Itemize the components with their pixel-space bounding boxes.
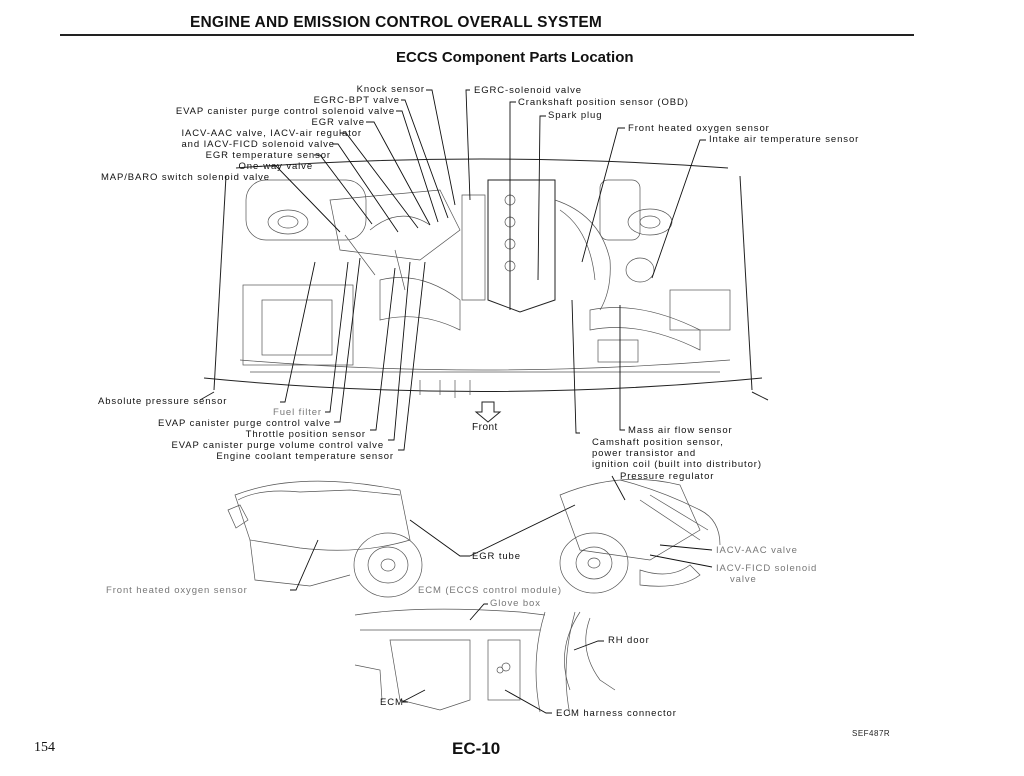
label-iacv-aac: IACV-AAC valve, IACV-air regulator [181, 128, 362, 139]
ecm-location-drawing [354, 603, 616, 716]
label-iacv-aac-valve: IACV-AAC valve [716, 545, 798, 556]
label-pressure-regulator: Pressure regulator [620, 471, 715, 482]
label-ecm: ECM [380, 697, 404, 708]
label-front-o2-sensor-view: Front heated oxygen sensor [106, 585, 248, 596]
front-arrow-icon [474, 401, 502, 423]
label-iacv-ficd-line2: valve [730, 574, 757, 585]
label-mass-air-flow: Mass air flow sensor [628, 425, 733, 436]
label-evap-purge-solenoid: EVAP canister purge control solenoid val… [175, 106, 395, 117]
label-camshaft-line2: power transistor and [592, 448, 697, 459]
label-evap-volume-valve: EVAP canister purge volume control valve [171, 440, 384, 451]
label-intake-air-temp: Intake air temperature sensor [709, 134, 860, 145]
label-camshaft-line1: Camshaft position sensor, [592, 437, 724, 448]
page-number: 154 [34, 740, 55, 755]
header-rule [60, 34, 914, 36]
label-rh-door: RH door [608, 635, 650, 646]
label-ecm-title: ECM (ECCS control module) [418, 585, 562, 596]
label-egr-tube: EGR tube [472, 551, 521, 562]
label-iacv-ficd-line1: IACV-FICD solenoid [716, 563, 818, 574]
label-ecm-harness: ECM harness connector [556, 708, 677, 719]
leader-lines [270, 89, 706, 451]
label-glove-box: Glove box [490, 598, 541, 609]
label-coolant-temp: Engine coolant temperature sensor [216, 451, 394, 462]
label-camshaft-line3: ignition coil (built into distributor) [592, 459, 762, 470]
figure-reference: SEF487R [852, 729, 891, 738]
label-knock-sensor: Knock sensor [356, 84, 425, 95]
label-front-o2-sensor: Front heated oxygen sensor [628, 123, 770, 134]
engine-right-view-drawing [559, 475, 721, 594]
front-label: Front [472, 422, 498, 433]
label-absolute-pressure: Absolute pressure sensor [98, 396, 228, 407]
label-crankshaft-sensor: Crankshaft position sensor (OBD) [518, 97, 689, 108]
label-throttle-position: Throttle position sensor [245, 429, 366, 440]
label-iacv-ficd: and IACV-FICD solenoid valve [181, 139, 335, 150]
page-subtitle: ECCS Component Parts Location [396, 49, 634, 66]
label-spark-plug: Spark plug [548, 110, 603, 121]
label-one-way-valve: One-way valve [238, 161, 313, 172]
label-evap-purge-valve: EVAP canister purge control valve [158, 418, 331, 429]
label-egrc-bpt-valve: EGRC-BPT valve [313, 95, 400, 106]
engine-bay-drawing [199, 158, 769, 401]
section-title: ENGINE AND EMISSION CONTROL OVERALL SYST… [190, 14, 603, 31]
label-egr-valve: EGR valve [311, 117, 365, 128]
engine-left-view-drawing [227, 480, 576, 598]
page-code: EC-10 [452, 739, 501, 758]
label-egrc-solenoid: EGRC-solenoid valve [474, 85, 582, 96]
label-map-baro-solenoid: MAP/BARO switch solenoid valve [100, 172, 270, 183]
label-egr-temp-sensor: EGR temperature sensor [205, 150, 331, 161]
label-fuel-filter: Fuel filter [273, 407, 322, 418]
